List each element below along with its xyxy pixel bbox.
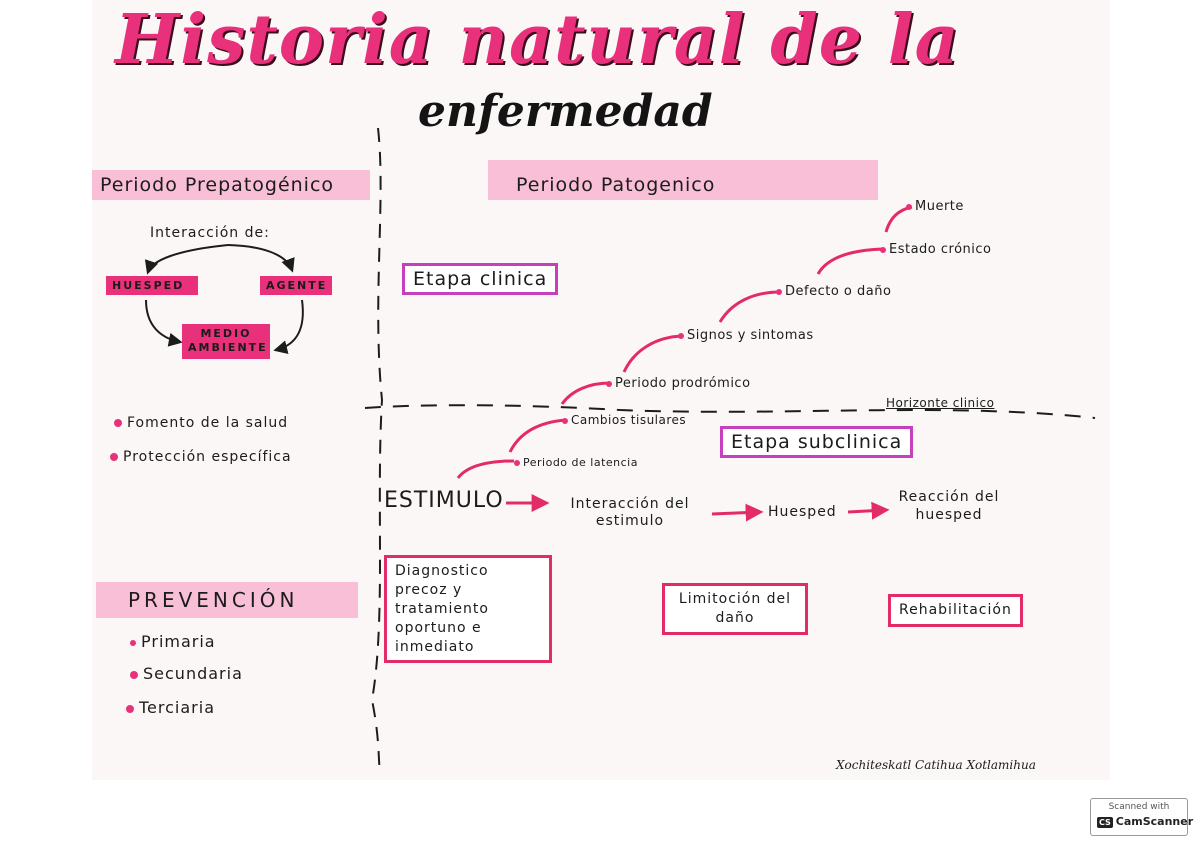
tag-medio-ambiente: MEDIO AMBIENTE [182, 324, 270, 359]
bullet-dot [776, 288, 782, 295]
step-cambios: Cambios tisulares [562, 413, 686, 427]
horizon-line [364, 404, 1096, 419]
bullet-dot [880, 246, 886, 253]
author-signature: Xochiteskatl Catihua Xotlamihua [836, 758, 1036, 772]
step-latencia: Periodo de latencia [514, 456, 638, 469]
prevencion-primaria: Primaria [130, 632, 216, 651]
bullet-dot [906, 203, 912, 210]
divider-line [370, 127, 384, 771]
title-line-1: Historia natural de la [115, 0, 960, 80]
bullet-dot [114, 419, 122, 427]
progression-curves [456, 205, 913, 480]
step-prodromico: Periodo prodrómico [606, 376, 751, 391]
box-etapa-clinica: Etapa clinica [402, 263, 559, 295]
arrow-agente-medio [273, 299, 304, 355]
arrow-huesped-medio [145, 299, 183, 347]
bullet-dot [678, 332, 684, 339]
arrow-huesped-agente-right [227, 244, 295, 273]
bullet-dot [130, 639, 136, 646]
box-etapa-subclinica: Etapa subclinica [720, 426, 914, 458]
prevencion-secundaria: Secundaria [130, 664, 243, 683]
bullet-dot [110, 453, 118, 461]
label-reaccion: Reacción del huesped [898, 489, 1000, 524]
bullet-dot [130, 670, 138, 679]
arrow-huesped-agente-left [144, 244, 229, 275]
step-muerte: Muerte [906, 199, 964, 214]
bullet-proteccion: Protección específica [110, 449, 292, 465]
interaccion-label: Interacción de: [150, 225, 270, 241]
label-estimulo: ESTIMULO [384, 488, 504, 513]
box-limitacion: Limitoción del daño [662, 583, 808, 635]
step-cronico: Estado crónico [880, 242, 992, 257]
bullet-dot [606, 380, 612, 387]
label-huesped: Huesped [768, 504, 837, 520]
step-signos: Signos y sintomas [678, 328, 814, 343]
bullet-dot [562, 417, 568, 424]
camscanner-logo-icon: CS [1097, 817, 1113, 828]
bullet-dot [514, 460, 520, 466]
header-prepatogenico: Periodo Prepatogénico [92, 170, 370, 200]
tag-agente: AGENTE [260, 276, 332, 295]
arrow-huesped [847, 501, 890, 520]
box-rehabilitacion: Rehabilitación [888, 594, 1023, 627]
tag-huesped: HUESPED [106, 276, 198, 295]
bullet-dot [126, 704, 134, 713]
prevencion-terciaria: Terciaria [126, 698, 215, 717]
header-prevencion: PREVENCIÓN [96, 582, 358, 618]
title-line-2: enfermedad [418, 86, 713, 137]
horizonte-label: Horizonte clinico [886, 396, 995, 410]
box-diagnostico: Diagnostico precoz y tratamiento oportun… [384, 555, 552, 664]
step-defecto: Defecto o daño [776, 284, 891, 299]
scanned-with-label: Scanned with [1108, 802, 1170, 812]
bullet-fomento: Fomento de la salud [114, 415, 288, 431]
paper-sheet [92, 0, 1110, 780]
header-patogenico: Periodo Patogenico [488, 160, 878, 200]
arrow-interaccion [711, 503, 764, 522]
label-interaccion-estimulo: Interacción del estimulo [570, 496, 690, 529]
